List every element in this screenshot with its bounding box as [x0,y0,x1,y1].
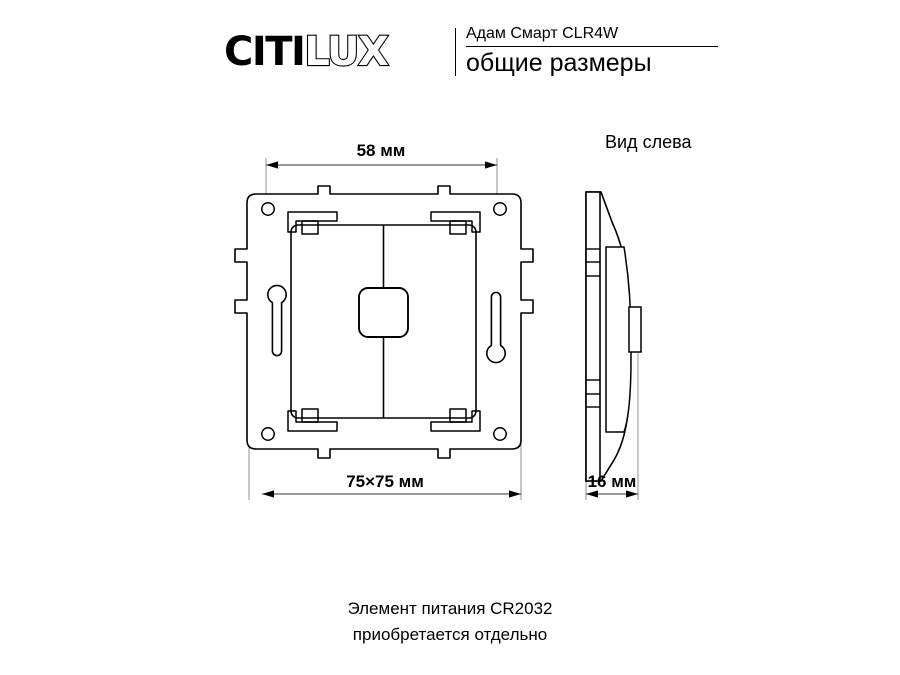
footer-line-2: приобретается отдельно [352,625,548,644]
header-divider [455,28,456,76]
mounting-claw-bottom-left [287,408,338,432]
brand-logo: CITI LUX [224,29,390,75]
side-faceplate-outline [605,246,632,433]
header-title-block: Адам Смарт CLR4W общие размеры [466,24,766,78]
dimension-label-58mm: 58 мм [357,141,406,160]
keyhole-slot-right [486,291,506,364]
center-button[interactable] [358,287,409,338]
side-mounting-flange [585,191,601,482]
page-title-model: Адам Смарт CLR4W [466,25,619,42]
dimension-label-16mm: 16 мм [588,472,637,491]
dimension-58mm [266,161,497,169]
screw-hole-top-right [493,202,507,216]
mounting-claw-bottom-right [430,408,481,432]
side-center-button[interactable] [628,306,642,353]
side-flange-ticks [586,248,600,408]
screw-hole-bottom-left [261,427,275,441]
dimension-label-75x75mm: 75×75 мм [346,472,424,491]
dimension-75x75mm [262,490,521,498]
logo-lux-text: LUX [303,29,390,75]
front-view-group: 58 мм [234,141,534,500]
mounting-claw-top-left [287,211,338,235]
mounting-claw-top-right [430,211,481,235]
side-view-group: Вид слева 16 мм [585,132,692,500]
screw-hole-bottom-right [493,427,507,441]
page-title-subtitle: общие размеры [466,49,652,77]
logo-citi-text: CITI [224,29,306,75]
side-view-title: Вид слева [605,132,692,152]
header: CITI LUX Адам Смарт CLR4W общие размеры [0,14,900,78]
footer-line-1: Элемент питания CR2032 [347,599,553,618]
dimension-16mm [586,490,638,498]
screw-hole-top-left [261,202,275,216]
keyhole-slot-left [267,284,287,357]
footer-note: Элемент питания CR2032 приобретается отд… [0,596,900,648]
title-underline [466,46,718,47]
